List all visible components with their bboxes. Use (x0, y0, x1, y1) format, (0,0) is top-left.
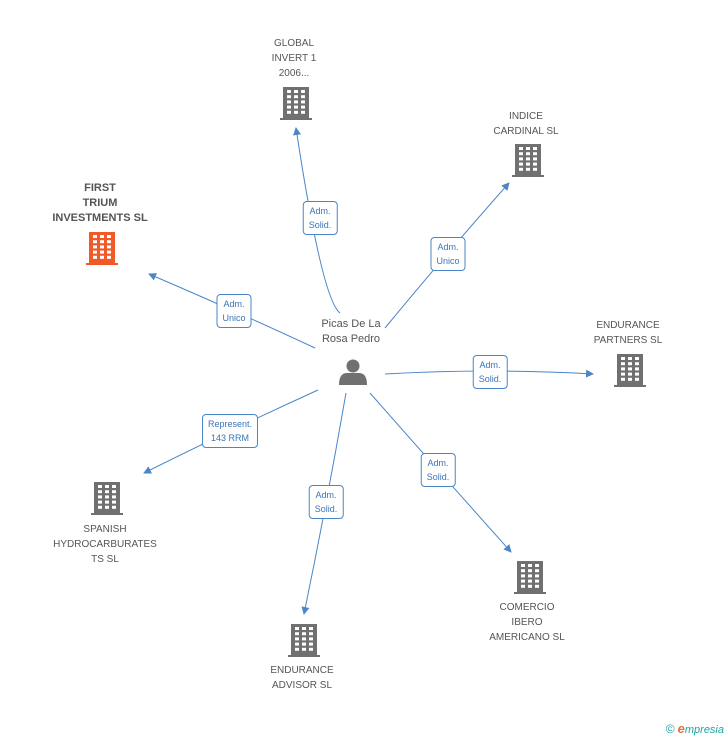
node-label-endurance-partners[interactable]: ENDURANCE PARTNERS SL (594, 318, 663, 348)
relation-label-endurance-partners[interactable]: Adm. Solid. (472, 355, 508, 389)
node-label-line: CARDINAL SL (493, 126, 559, 137)
node-label-first-trium[interactable]: FIRST TRIUM INVESTMENTS SL (52, 181, 147, 226)
node-label-line: TRIUM (82, 197, 118, 209)
relation-label-line: Solid. (308, 220, 332, 230)
node-label-line: 2006... (278, 68, 310, 79)
building-icon[interactable] (512, 144, 544, 177)
node-label-line: INVESTMENTS SL (52, 212, 148, 224)
building-icon[interactable] (614, 354, 646, 387)
footer-brand: © empresia (666, 721, 724, 736)
node-label-line: COMERCIO (499, 602, 555, 613)
relation-label-comercio-ibero[interactable]: Adm. Solid. (420, 453, 456, 487)
building-icon[interactable] (86, 232, 118, 265)
node-label-line: FIRST (84, 182, 116, 194)
relation-label-line: Unico (436, 256, 460, 266)
relation-label-global-invert[interactable]: Adm. Solid. (302, 201, 338, 235)
relation-label-line: Adm. (315, 490, 337, 500)
relation-label-line: Adm. (437, 242, 459, 252)
relation-label-first-trium[interactable]: Adm. Unico (216, 294, 252, 328)
node-label-line: ENDURANCE (596, 320, 660, 331)
building-icon[interactable] (280, 87, 312, 120)
brand-logo-initial: e (677, 721, 685, 736)
node-label-comercio-ibero[interactable]: COMERCIO IBERO AMERICANO SL (489, 600, 565, 645)
relation-label-indice-cardinal[interactable]: Adm. Unico (430, 237, 466, 271)
node-label-spanish-hydrocarburates[interactable]: SPANISH HYDROCARBURATES TS SL (53, 522, 157, 567)
node-label-line: ENDURANCE (270, 665, 334, 676)
building-icon[interactable] (91, 482, 123, 515)
copyright-icon: © (665, 722, 675, 736)
building-icon[interactable] (288, 624, 320, 657)
center-name-line-2: Rosa Pedro (321, 333, 381, 345)
center-person-label[interactable]: Picas De La Rosa Pedro (321, 317, 380, 347)
relation-label-line: 143 RRM (210, 433, 249, 443)
relation-label-endurance-advisor[interactable]: Adm. Solid. (308, 485, 344, 519)
edge-global-invert (293, 127, 341, 314)
relation-label-line: Solid. (314, 504, 338, 514)
node-label-line: PARTNERS SL (593, 335, 663, 346)
node-label-line: TS SL (91, 554, 119, 565)
relation-label-line: Adm. (309, 206, 331, 216)
node-label-line: IBERO (511, 617, 543, 628)
building-icon[interactable] (514, 561, 546, 594)
relation-label-line: Unico (222, 313, 246, 323)
relation-label-line: Adm. (479, 360, 501, 370)
node-label-indice-cardinal[interactable]: INDICE CARDINAL SL (493, 109, 558, 139)
node-label-global-invert[interactable]: GLOBAL INVERT 1 2006... (272, 36, 317, 81)
node-label-line: GLOBAL (273, 38, 315, 49)
brand-name: mpresia (684, 724, 724, 736)
relation-label-line: Solid. (426, 472, 450, 482)
relation-label-line: Represent. (207, 419, 253, 429)
node-label-line: INVERT 1 (271, 53, 317, 64)
person-icon[interactable] (339, 359, 367, 386)
relation-label-line: Solid. (478, 374, 502, 384)
relation-label-line: Adm. (223, 299, 245, 309)
node-label-line: ADVISOR SL (271, 680, 333, 691)
node-label-line: HYDROCARBURATES (53, 539, 157, 550)
center-name-line-1: Picas De La (321, 318, 381, 330)
relation-label-line: Adm. (427, 458, 449, 468)
node-label-line: SPANISH (83, 524, 127, 535)
node-label-endurance-advisor[interactable]: ENDURANCE ADVISOR SL (270, 663, 333, 693)
node-label-line: INDICE (509, 111, 543, 122)
relation-label-spanish-hydrocarburates[interactable]: Represent. 143 RRM (201, 414, 259, 448)
node-label-line: AMERICANO SL (489, 632, 565, 643)
